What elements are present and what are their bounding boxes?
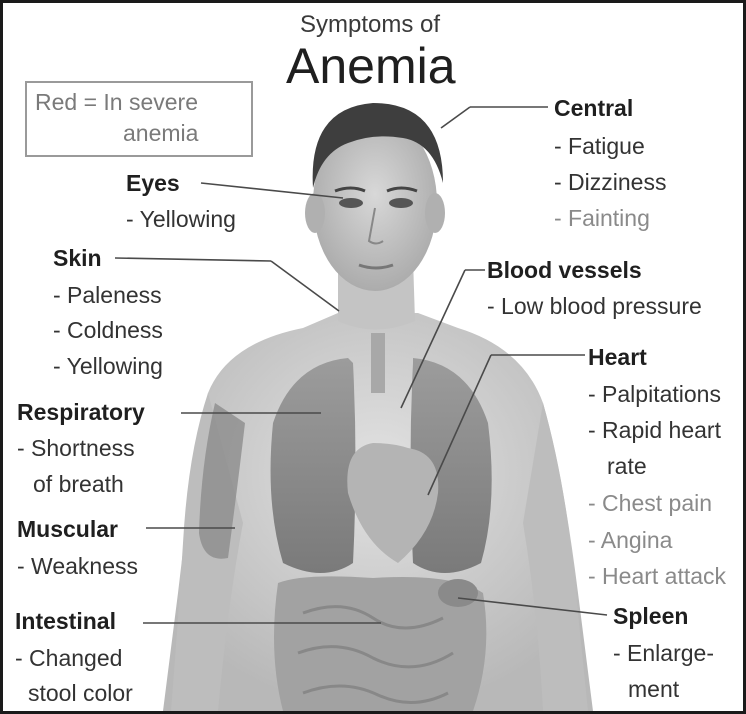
spleen-item: - Enlarge- [613, 642, 714, 665]
eye-left-shape [339, 198, 363, 208]
leader-central-2 [441, 107, 470, 128]
heart-item-severe: - Chest pain [588, 492, 712, 515]
leader-skin [115, 258, 271, 261]
spleen-organ-shape [438, 579, 478, 607]
respiratory-item: - Shortness [17, 437, 135, 460]
blood-vessels-header: Blood vessels [487, 259, 642, 282]
spleen-item: ment [628, 678, 679, 701]
heart-header: Heart [588, 346, 647, 369]
central-item: - Fatigue [554, 135, 645, 158]
spleen-header: Spleen [613, 605, 688, 628]
central-item: - Dizziness [554, 171, 666, 194]
leader-skin-2 [271, 261, 339, 311]
central-header: Central [554, 97, 633, 120]
respiratory-header: Respiratory [17, 401, 145, 424]
ear-left-shape [305, 193, 325, 233]
intestinal-header: Intestinal [15, 610, 116, 633]
eye-right-shape [389, 198, 413, 208]
central-item-severe: - Fainting [554, 207, 650, 230]
heart-item: rate [607, 455, 647, 478]
eyes-header: Eyes [126, 172, 180, 195]
blood-vessels-item: - Low blood pressure [487, 295, 702, 318]
heart-item-severe: - Heart attack [588, 565, 726, 588]
eyes-item: - Yellowing [126, 208, 236, 231]
legend-line-1: Red = In severe [35, 91, 198, 114]
intestinal-item: stool color [28, 682, 133, 705]
skin-item: - Coldness [53, 319, 163, 342]
heart-item: - Rapid heart [588, 419, 721, 442]
skin-item: - Yellowing [53, 355, 163, 378]
ear-right-shape [425, 193, 445, 233]
heart-item: - Palpitations [588, 383, 721, 406]
respiratory-item: of breath [33, 473, 124, 496]
intestinal-item: - Changed [15, 647, 122, 670]
trachea-shape [371, 333, 385, 393]
title-main: Anemia [286, 41, 456, 91]
heart-item-severe: - Angina [588, 529, 672, 552]
legend-line-2: anemia [123, 122, 198, 145]
title-subtitle: Symptoms of [300, 13, 440, 37]
skin-item: - Paleness [53, 284, 162, 307]
skin-header: Skin [53, 247, 102, 270]
muscular-item: - Weakness [17, 555, 138, 578]
muscular-header: Muscular [17, 518, 118, 541]
